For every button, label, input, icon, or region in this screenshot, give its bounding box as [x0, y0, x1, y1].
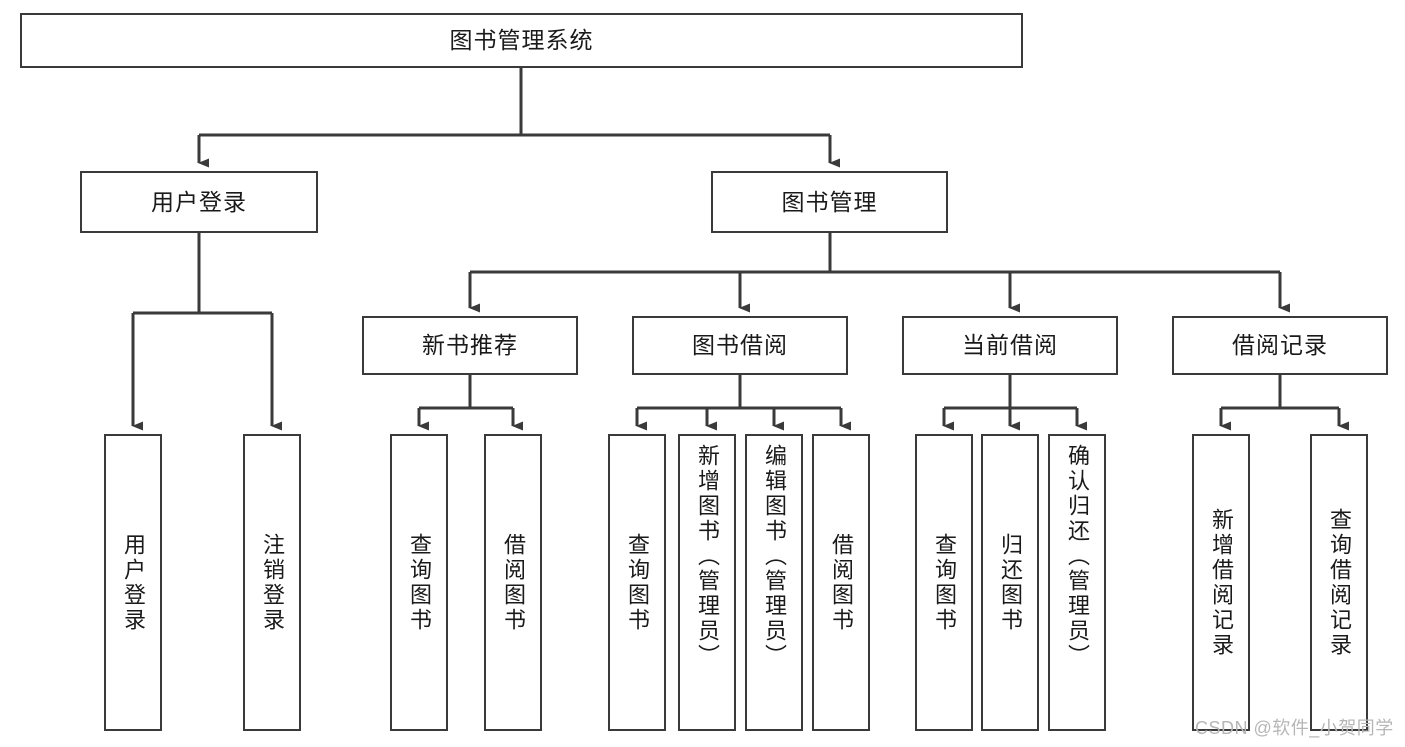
node-new-book-recommend[interactable]: 新书推荐	[362, 316, 578, 375]
csdn-watermark: CSDN @软件_小贺同学	[1195, 718, 1394, 738]
node-root[interactable]: 图书管理系统	[20, 13, 1023, 68]
node-label: 新书推荐	[422, 332, 518, 358]
node-current-borrow[interactable]: 当前借阅	[902, 316, 1118, 375]
node-label: 新增借阅记录	[1208, 507, 1234, 658]
node-label: 查询借阅记录	[1326, 507, 1352, 658]
node-leaf-query-borrow-record[interactable]: 查询借阅记录	[1310, 434, 1368, 731]
node-label: 查询图书	[624, 532, 650, 633]
node-leaf-edit-book[interactable]: 编辑图书（管理员）	[745, 434, 803, 731]
node-label: 图书管理系统	[449, 27, 594, 53]
node-borrow-records[interactable]: 借阅记录	[1172, 316, 1388, 375]
node-label: 归还图书	[997, 532, 1023, 633]
node-user-login[interactable]: 用户登录	[80, 171, 318, 233]
node-leaf-user-login[interactable]: 用户登录	[104, 434, 162, 731]
node-leaf-query-book-borrow[interactable]: 查询图书	[608, 434, 666, 731]
node-label: 新增图书（管理员）	[694, 444, 720, 669]
node-leaf-return-book[interactable]: 归还图书	[981, 434, 1039, 731]
node-leaf-borrow-book-recommend[interactable]: 借阅图书	[484, 434, 542, 731]
node-book-borrow[interactable]: 图书借阅	[632, 316, 848, 375]
node-label: 查询图书	[406, 532, 432, 633]
node-leaf-add-book[interactable]: 新增图书（管理员）	[678, 434, 736, 731]
node-label: 借阅记录	[1232, 332, 1328, 358]
node-leaf-add-borrow-record[interactable]: 新增借阅记录	[1192, 434, 1250, 731]
node-label: 注销登录	[259, 532, 285, 633]
node-label: 图书管理	[781, 188, 878, 215]
node-label: 编辑图书（管理员）	[761, 444, 787, 669]
node-label: 图书借阅	[692, 332, 788, 358]
node-leaf-borrow-book[interactable]: 借阅图书	[812, 434, 870, 731]
node-label: 用户登录	[151, 188, 247, 215]
node-leaf-confirm-return[interactable]: 确认归还（管理员）	[1048, 434, 1106, 731]
node-leaf-query-book-current[interactable]: 查询图书	[915, 434, 973, 731]
node-book-management[interactable]: 图书管理	[711, 171, 948, 233]
node-label: 用户登录	[120, 532, 146, 633]
node-leaf-user-logout[interactable]: 注销登录	[243, 434, 301, 731]
node-label: 借阅图书	[828, 532, 854, 633]
node-label: 确认归还（管理员）	[1064, 444, 1090, 669]
node-label: 当前借阅	[962, 332, 1058, 358]
node-label: 查询图书	[931, 532, 957, 633]
node-leaf-query-book-recommend[interactable]: 查询图书	[390, 434, 448, 731]
node-label: 借阅图书	[500, 532, 526, 633]
